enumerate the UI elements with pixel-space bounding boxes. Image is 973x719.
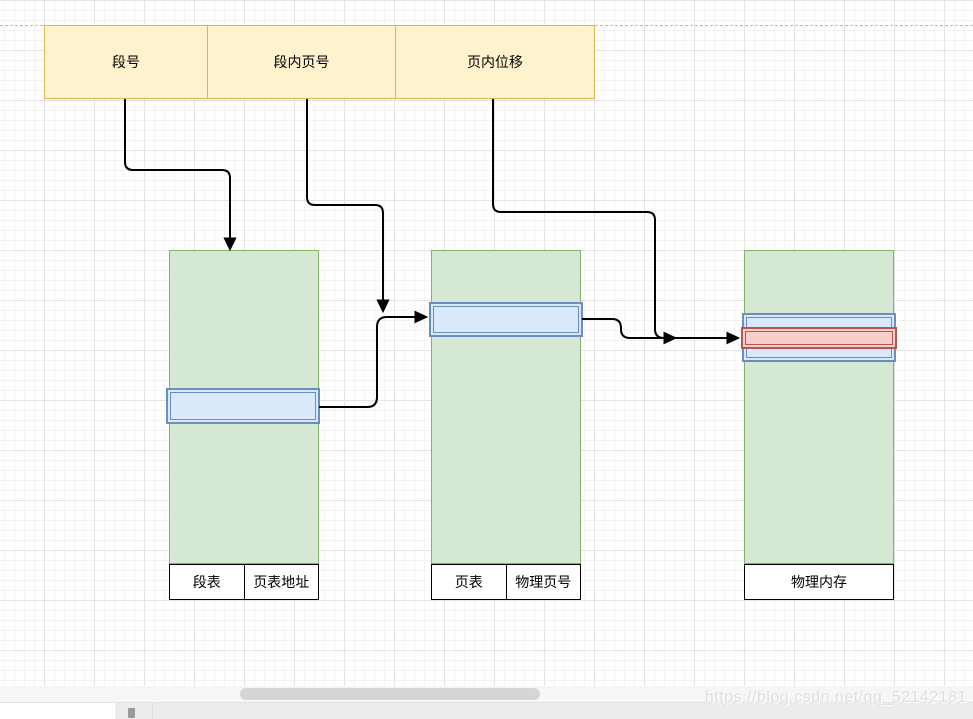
segment-number-cell[interactable]: 段号	[112, 54, 140, 70]
page-table-footer[interactable]: 页表 物理页号	[431, 564, 581, 600]
page-table-shape[interactable]	[431, 250, 581, 564]
horizontal-scrollbar-thumb[interactable]	[240, 688, 540, 700]
bottom-page-tab[interactable]	[0, 703, 115, 719]
bottom-bar-divider	[152, 703, 153, 719]
segment-table-label[interactable]: 段表	[192, 574, 221, 590]
bottom-bar	[0, 703, 973, 719]
page-number-cell[interactable]: 段内页号	[207, 26, 395, 98]
physical-memory-footer[interactable]: 物理内存	[744, 564, 894, 600]
page-table-address-label[interactable]: 页表地址	[243, 565, 319, 599]
segment-table-entry-highlight[interactable]	[166, 388, 320, 424]
page-table-entry-highlight[interactable]	[429, 302, 583, 337]
logical-address-box[interactable]: 段号 段内页号 页内位移	[44, 25, 595, 99]
physical-memory-label[interactable]: 物理内存	[791, 574, 847, 590]
page-table-label[interactable]: 页表	[454, 574, 483, 590]
physical-page-number-label[interactable]: 物理页号	[505, 565, 581, 599]
page-offset-cell[interactable]: 页内位移	[395, 26, 594, 98]
physical-memory-frame-highlight[interactable]	[741, 327, 897, 349]
scroll-grip-handle[interactable]	[128, 708, 135, 718]
segment-table-footer[interactable]: 段表 页表地址	[169, 564, 319, 600]
physical-memory-shape[interactable]	[744, 250, 894, 564]
horizontal-scrollbar-track[interactable]	[0, 686, 973, 703]
